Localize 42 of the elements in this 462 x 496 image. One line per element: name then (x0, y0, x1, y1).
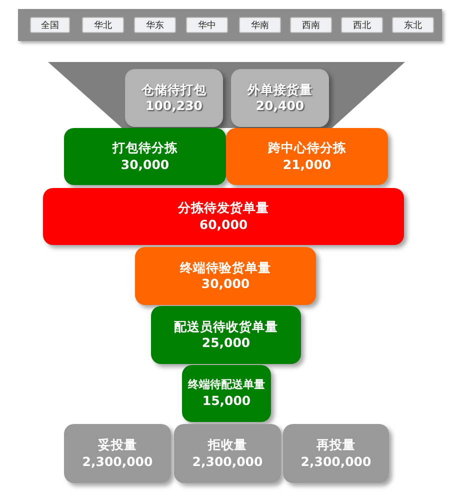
stage-box (135, 247, 316, 305)
stage-box (64, 424, 171, 483)
stage-count: 30,000 (201, 276, 250, 292)
stage-name: 终端待配送单量 (188, 378, 265, 393)
stage-count: 20,400 (256, 98, 304, 114)
region-button: 华北 (82, 17, 124, 33)
stage-count: 2,300,000 (300, 454, 372, 470)
stage-name: 外单接货量 (248, 82, 312, 98)
stage-name: 终端待验货单量 (180, 260, 271, 276)
stage-box (43, 188, 404, 245)
region-button: 华中 (186, 17, 228, 33)
stage-name: 仓储待打包 (142, 82, 206, 98)
stage-box (231, 69, 329, 127)
stage-name: 分拣待发货单量 (178, 200, 269, 216)
stage-box (151, 306, 301, 364)
stage-box (125, 69, 223, 127)
region-button: 全国 (30, 17, 70, 33)
stage-count: 30,000 (120, 156, 170, 173)
stage-count: 100,230 (146, 98, 202, 114)
stage-name: 配送员待收货单量 (174, 318, 278, 335)
stage-name: 再投量 (316, 437, 356, 454)
stage-box (226, 128, 388, 185)
region-button: 西北 (341, 17, 383, 33)
stage-name: 打包待分拣 (112, 140, 178, 156)
stage-name: 妥投量 (98, 437, 137, 454)
stage-name: 拒收量 (208, 437, 247, 454)
region-button: 西南 (290, 17, 332, 33)
stage-box (64, 128, 226, 185)
stage-box (174, 424, 281, 483)
stage-count: 2,300,000 (82, 454, 153, 470)
stage-count: 60,000 (199, 216, 248, 233)
stage-count: 21,000 (282, 156, 332, 173)
filter-bar (18, 9, 442, 41)
stage-count: 25,000 (202, 335, 250, 352)
stage-box (283, 424, 389, 483)
region-button: 华东 (134, 17, 176, 33)
region-button: 东北 (392, 17, 434, 33)
stage-count: 15,000 (202, 392, 251, 409)
stage-count: 2,300,000 (192, 454, 263, 470)
stage-box (182, 365, 271, 422)
stage-name: 跨中心待分拣 (268, 140, 346, 156)
region-button: 华南 (239, 17, 281, 33)
